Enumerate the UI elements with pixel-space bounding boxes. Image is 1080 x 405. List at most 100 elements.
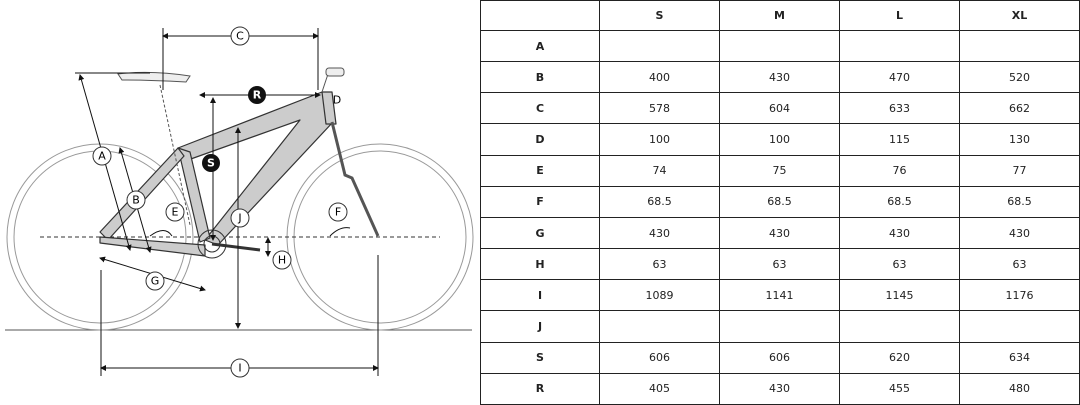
table-cell: 520	[959, 61, 1080, 94]
label-D: D	[333, 94, 341, 107]
table-cell: 430	[719, 372, 840, 405]
table-cell: 68.5	[719, 185, 840, 218]
svg-text:A: A	[98, 150, 106, 163]
label-J: J	[230, 208, 250, 228]
bike-geometry-diagram: C R S A B E J F G H I D	[5, 26, 474, 378]
table-cell: 63	[719, 248, 840, 281]
table-cell: 400	[599, 61, 720, 94]
svg-text:B: B	[132, 194, 140, 207]
row-label: J	[480, 310, 600, 343]
row-label: S	[480, 341, 600, 374]
table-cell: 63	[839, 248, 960, 281]
table-cell: 77	[959, 154, 1080, 187]
svg-text:S: S	[207, 157, 215, 170]
table-cell: 430	[959, 216, 1080, 250]
table-cell	[839, 310, 960, 343]
row-label: C	[480, 92, 600, 125]
row-label: D	[480, 123, 600, 156]
column-header: S	[599, 0, 720, 31]
row-label: F	[480, 185, 600, 218]
table-cell: 634	[959, 341, 1080, 374]
table-row: J	[480, 310, 1080, 343]
svg-text:I: I	[238, 362, 241, 375]
label-G: G	[145, 271, 165, 291]
label-F: F	[328, 202, 348, 222]
table-cell: 76	[839, 154, 960, 187]
svg-text:J: J	[237, 212, 241, 225]
label-R: R	[248, 86, 266, 104]
table-cell: 620	[839, 341, 960, 374]
svg-text:F: F	[335, 206, 341, 219]
table-cell: 1089	[599, 279, 720, 312]
table-cell: 1145	[839, 279, 960, 312]
table-cell: 480	[959, 372, 1080, 405]
table-cell: 130	[959, 123, 1080, 156]
table-cell: 578	[599, 92, 720, 125]
table-cell	[959, 29, 1080, 63]
table-cell	[839, 29, 960, 63]
table-cell	[719, 29, 840, 63]
table-cell: 455	[839, 372, 960, 405]
label-S: S	[202, 154, 220, 172]
table-cell	[959, 310, 1080, 343]
table-row: A	[480, 29, 1080, 63]
fork-cockpit	[321, 67, 380, 237]
column-header: XL	[959, 0, 1080, 31]
table-cell: 662	[959, 92, 1080, 125]
label-B: B	[126, 190, 146, 210]
label-I: I	[230, 358, 250, 378]
table-cell: 68.5	[959, 185, 1080, 218]
row-label: A	[480, 29, 600, 63]
table-cell: 1141	[719, 279, 840, 312]
table-cell	[599, 310, 720, 343]
table-cell	[599, 29, 720, 63]
table-cell: 75	[719, 154, 840, 187]
dimension-lines	[75, 28, 379, 376]
table-cell: 470	[839, 61, 960, 94]
table-cell: 430	[839, 216, 960, 250]
table-cell: 430	[719, 61, 840, 94]
row-label: E	[480, 154, 600, 187]
svg-text:H: H	[278, 254, 286, 267]
column-header: M	[719, 0, 840, 31]
label-E: E	[165, 202, 185, 222]
table-cell: 430	[719, 216, 840, 250]
table-cell: 430	[599, 216, 720, 250]
seatpost-saddle	[117, 71, 191, 226]
table-cell: 115	[839, 123, 960, 156]
table-cell: 68.5	[599, 185, 720, 218]
table-cell: 606	[719, 341, 840, 374]
table-cell: 405	[599, 372, 720, 405]
svg-text:C: C	[236, 30, 244, 43]
row-label: R	[480, 372, 600, 405]
table-cell: 1176	[959, 279, 1080, 312]
svg-text:R: R	[253, 89, 262, 102]
table-cell: 100	[719, 123, 840, 156]
column-header	[480, 0, 600, 31]
table-cell: 63	[959, 248, 1080, 281]
row-label: G	[480, 216, 600, 250]
column-header: L	[839, 0, 960, 31]
row-label: B	[480, 61, 600, 94]
row-label: H	[480, 248, 600, 281]
table-cell	[719, 310, 840, 343]
svg-text:D: D	[333, 94, 341, 107]
label-A: A	[92, 146, 112, 166]
table-cell: 633	[839, 92, 960, 125]
table-cell: 68.5	[839, 185, 960, 218]
svg-text:G: G	[151, 275, 160, 288]
svg-text:E: E	[172, 206, 179, 219]
row-label: I	[480, 279, 600, 312]
